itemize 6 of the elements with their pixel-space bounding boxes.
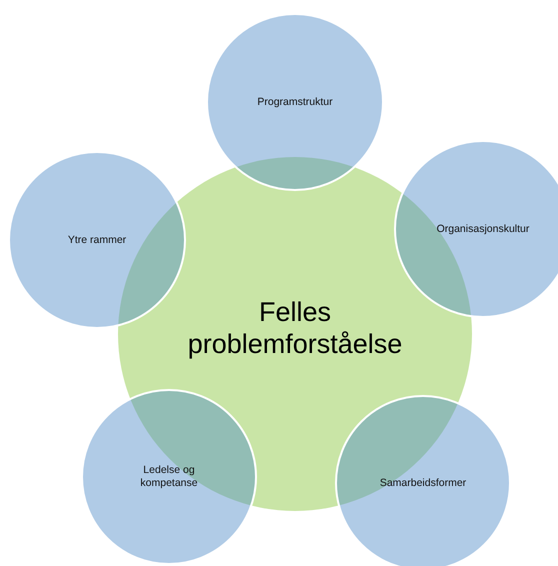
circle-label: Ytre rammer <box>68 234 126 246</box>
circle-label: Programstruktur <box>257 96 333 108</box>
circle-label: Ledelse og kompetanse <box>139 464 199 490</box>
circle-label: Organisasjonskultur <box>436 222 530 236</box>
circle-label: Felles problemforståelse <box>186 296 404 360</box>
circle-label: Samarbeidsformer <box>380 476 466 490</box>
